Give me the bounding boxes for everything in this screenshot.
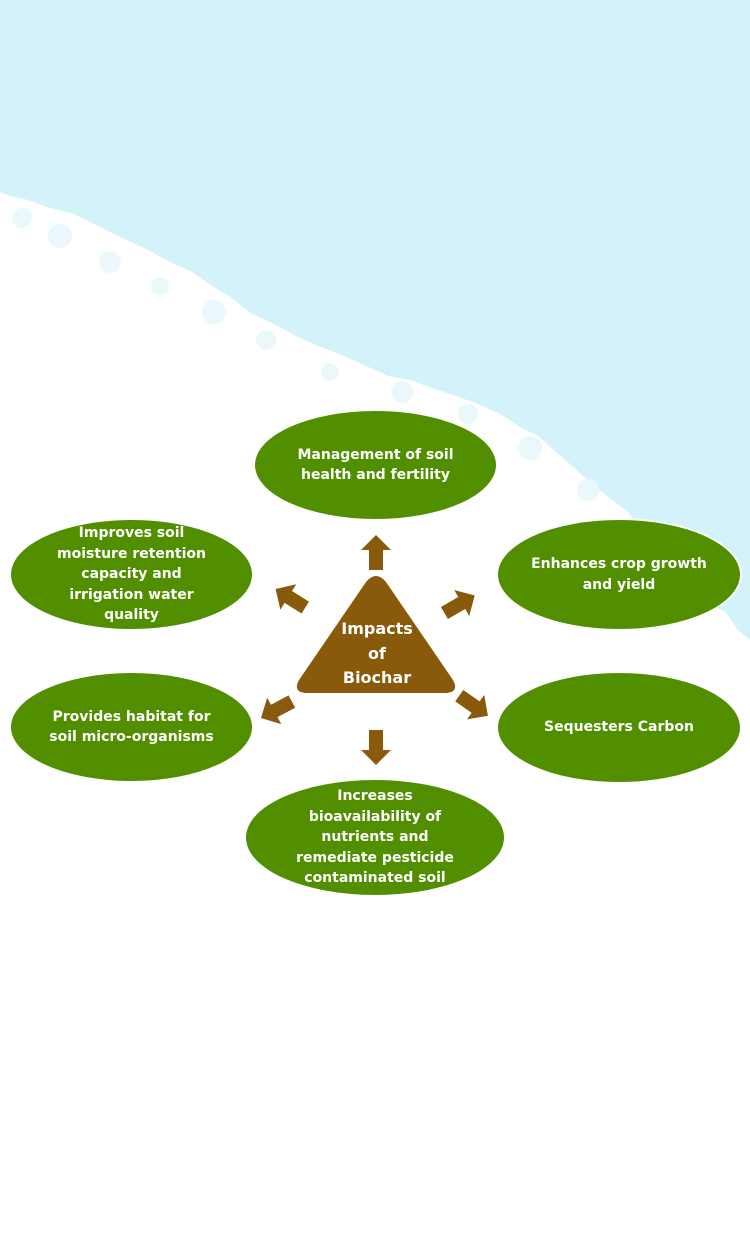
arrow-up-icon [361, 535, 391, 570]
node-crop-growth-line: and yield [582, 576, 656, 593]
node-soil-health-line: Management of soil [297, 446, 454, 463]
arrow-down-icon [361, 730, 391, 765]
arrow-lower-right-icon [455, 689, 488, 720]
node-moisture-retention-line: moisture retention [57, 545, 206, 562]
node-soil-health-line: health and fertility [301, 467, 450, 483]
node-moisture-retention-line: irrigation water [69, 586, 194, 603]
node-bioavailability-line: Increases [337, 788, 413, 805]
sky-shape [0, 0, 750, 640]
node-moisture-retention: Improves soil moisture retention capacit… [9, 518, 254, 631]
center-label: Impacts of Biochar [316, 617, 438, 691]
arrow-lower-left-icon [260, 695, 296, 725]
node-bioavailability-line: bioavailability of [308, 808, 442, 825]
node-crop-growth-line: Enhances crop growth [531, 556, 707, 572]
node-crop-growth: Enhances crop growth and yield [496, 518, 742, 631]
arrow-upper-left-icon [275, 584, 309, 614]
node-bioavailability-line: contaminated soil [304, 870, 446, 887]
arrow-upper-right-icon [440, 590, 475, 620]
node-moisture-retention-line: Improves soil [78, 525, 185, 542]
node-habitat-line: Provides habitat for [52, 708, 211, 725]
node-soil-health: Management of soil health and fertility [253, 409, 498, 521]
node-bioavailability-line: remediate pesticide [296, 849, 454, 866]
node-bioavailability: Increases bioavailability of nutrients a… [244, 778, 506, 897]
node-habitat-line: soil micro-organisms [49, 729, 214, 745]
node-bioavailability-line: nutrients and [321, 829, 429, 846]
center-label-line1: Impacts [341, 619, 413, 638]
node-sequesters-carbon-line: Sequesters Carbon [544, 719, 694, 736]
node-moisture-retention-line: capacity and [81, 566, 182, 583]
node-habitat: Provides habitat for soil micro-organism… [9, 671, 254, 783]
center-label-line3: Biochar [342, 668, 412, 687]
center-triangle [296, 576, 456, 693]
center-label-line2: of [368, 643, 386, 663]
node-moisture-retention-line: quality [104, 607, 159, 624]
node-sequesters-carbon: Sequesters Carbon [496, 671, 742, 784]
